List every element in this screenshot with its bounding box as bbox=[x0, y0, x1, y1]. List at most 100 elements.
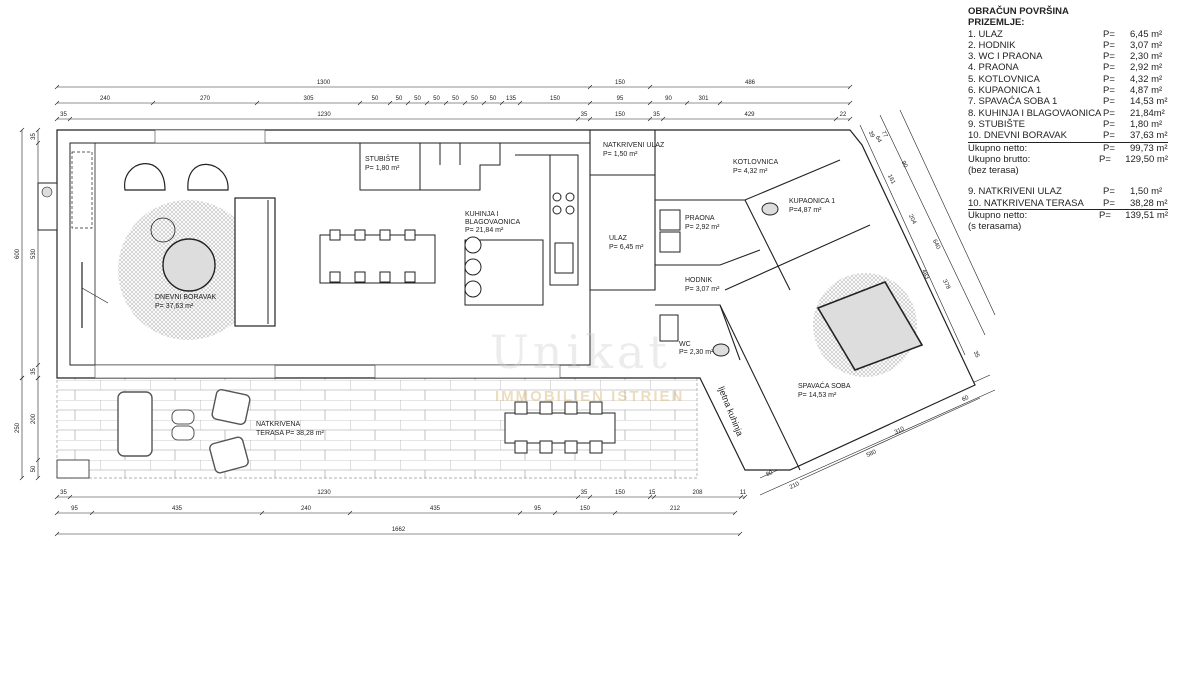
dimension-line bbox=[847, 84, 853, 90]
row-name: 10. DNEVNI BORAVAK bbox=[968, 130, 1067, 142]
dimension-line bbox=[19, 127, 25, 133]
dimension-label: 208 bbox=[692, 490, 703, 496]
dimension-line bbox=[19, 375, 25, 381]
dimension-label: 1662 bbox=[392, 527, 406, 533]
dimension-line bbox=[54, 116, 60, 122]
row-value: 38,28 m² bbox=[1130, 197, 1168, 209]
staircase bbox=[359, 143, 501, 191]
sofa bbox=[234, 197, 276, 327]
dimension-label: 486 bbox=[745, 80, 756, 86]
row-name: 2. HODNIK bbox=[968, 39, 1016, 51]
dimension-line bbox=[19, 475, 25, 481]
row-name: 6. KUPAONICA 1 bbox=[968, 85, 1042, 97]
dimension-label: 50 bbox=[471, 96, 478, 102]
dimension-line bbox=[499, 100, 505, 106]
row-p: P= bbox=[1103, 96, 1115, 108]
dimension-label: 240 bbox=[301, 506, 312, 512]
coffee-table bbox=[162, 238, 216, 292]
table-subtitle: PRIZEMLJE: bbox=[968, 17, 1025, 29]
outdoor-chair bbox=[209, 436, 249, 474]
toilet bbox=[761, 202, 779, 216]
dimension-line bbox=[587, 116, 593, 122]
dimension-line bbox=[35, 362, 41, 368]
room-label-kotlovnica: KOTLOVNICA bbox=[733, 159, 778, 166]
dimension-line bbox=[647, 100, 653, 106]
row-name: 9. NATKRIVENI ULAZ bbox=[968, 186, 1062, 198]
row-p: P= bbox=[1103, 130, 1115, 142]
table-title: OBRAČUN POVRŠINA bbox=[968, 6, 1069, 17]
dimension-label: 435 bbox=[430, 506, 441, 512]
window bbox=[154, 129, 266, 144]
row-value: 4,87 m² bbox=[1130, 85, 1163, 97]
dimension-line bbox=[443, 100, 449, 106]
row-p: P= bbox=[1103, 39, 1115, 51]
dimension-label: 1230 bbox=[317, 490, 331, 496]
dimension-label: 429 bbox=[744, 112, 755, 118]
dimension-line bbox=[424, 100, 430, 106]
row-value: 1,80 m² bbox=[1130, 118, 1163, 130]
interior-walls bbox=[589, 130, 656, 291]
toilet bbox=[712, 343, 730, 357]
watermark-logo: Unikat bbox=[490, 325, 671, 379]
dimension-label: 435 bbox=[172, 506, 183, 512]
dimension-label: 35 bbox=[581, 490, 588, 496]
dimension-label: 250 bbox=[15, 422, 21, 433]
dimension-line bbox=[35, 140, 41, 146]
row-name: Ukupno brutto: bbox=[968, 153, 1031, 165]
dimension-label: 95 bbox=[617, 96, 624, 102]
room-label-kuhinja: KUHINJA I bbox=[465, 211, 499, 218]
dimension-label: 301 bbox=[698, 96, 709, 102]
dimension-label: 35 bbox=[581, 112, 588, 118]
room-area-dnevni: P= 37,63 m² bbox=[155, 303, 194, 310]
dimension-label: 50 bbox=[452, 96, 459, 102]
dimension-line bbox=[647, 494, 653, 500]
dimension-line bbox=[89, 510, 95, 516]
room-area-terasa: TERASA P= 38,28 m² bbox=[256, 430, 325, 437]
row-name: 8. KUHINJA I BLAGOVAONICA bbox=[968, 107, 1102, 119]
dimension-label: 15 bbox=[649, 490, 656, 496]
row-p: P= bbox=[1103, 51, 1115, 63]
dimension-label: 305 bbox=[303, 96, 314, 102]
row-name: Ukupno netto: bbox=[968, 210, 1028, 222]
dimension-label: 212 bbox=[670, 506, 681, 512]
dimension-label: 11 bbox=[740, 490, 747, 496]
dimension-label: 161 bbox=[886, 174, 896, 186]
row-value: 14,53 m² bbox=[1130, 96, 1168, 108]
dimension-label: 50 bbox=[372, 96, 379, 102]
dimension-label: 35 bbox=[60, 112, 67, 118]
dimension-line bbox=[732, 510, 738, 516]
table-row-gross: Ukupno brutto:P=129,50 m² bbox=[968, 154, 1168, 165]
row-name: 9. STUBIŠTE bbox=[968, 118, 1026, 130]
dimension-line bbox=[647, 84, 653, 90]
row-p: P= bbox=[1103, 107, 1115, 119]
dimension-label: 640 bbox=[931, 239, 941, 251]
gross-note: (bez terasa) bbox=[968, 165, 1019, 177]
dimension-line bbox=[54, 510, 60, 516]
watermark-brand: Unikat bbox=[490, 325, 671, 379]
dimension-label: 50 bbox=[396, 96, 403, 102]
dimension-label: 95 bbox=[71, 506, 78, 512]
dimension-line bbox=[35, 457, 41, 463]
room-label-wc: WC bbox=[679, 341, 691, 348]
row-p: P= bbox=[1099, 153, 1111, 165]
dimension-line bbox=[833, 116, 839, 122]
row-p: P= bbox=[1103, 118, 1115, 130]
room-label-natkriveni-ulaz: NATKRIVENI ULAZ bbox=[603, 142, 665, 149]
dimension-line bbox=[259, 510, 265, 516]
dimension-line bbox=[54, 100, 60, 106]
table-row-total: Ukupno netto:P=139,51 m² bbox=[968, 210, 1168, 221]
dimension-label: 150 bbox=[580, 506, 591, 512]
dimension-line bbox=[575, 116, 581, 122]
dimension-label: 50 bbox=[490, 96, 497, 102]
dimension-line bbox=[742, 494, 748, 500]
row-p: P= bbox=[1103, 62, 1115, 74]
row-value: 1,50 m² bbox=[1130, 186, 1163, 198]
dimension-label: 483 bbox=[920, 269, 930, 281]
